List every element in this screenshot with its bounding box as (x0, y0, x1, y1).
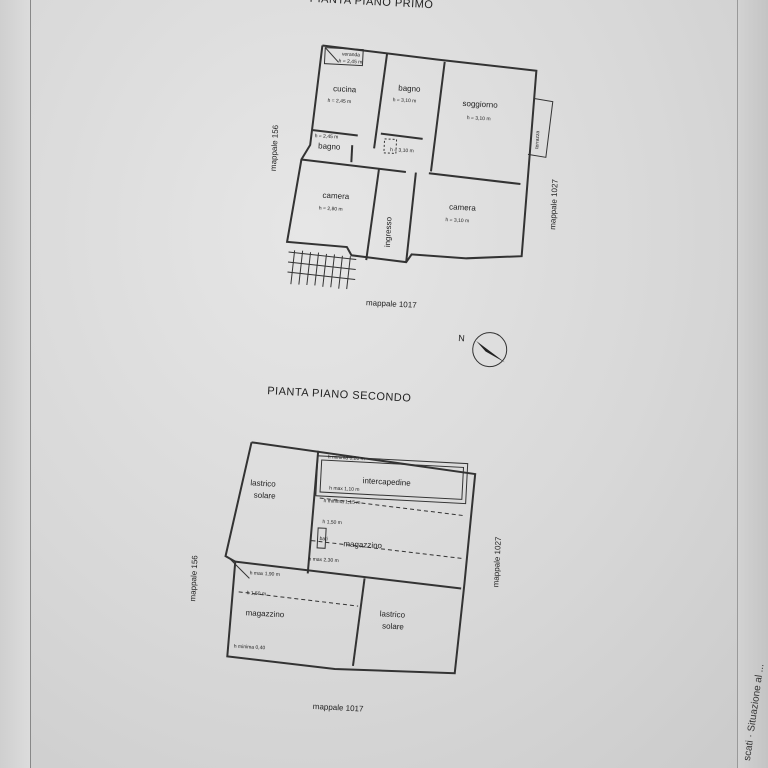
side-annotation-text: scati · Situazione al ... (742, 663, 767, 762)
paper-edge-right (737, 0, 768, 768)
lastrico-label-2a: lastrico (379, 609, 406, 620)
lastrico-label-1b: solare (253, 490, 276, 501)
lastrico-label-1a: lastrico (250, 478, 276, 489)
north-arrow (472, 332, 508, 368)
lastrico-label-2b: solare (381, 621, 405, 632)
small-tag: bati (319, 536, 328, 543)
paper-edge-left (0, 0, 31, 768)
h150-label-a: h 1,50 m (322, 519, 343, 527)
h150-label-b: h 1,50 m (246, 590, 267, 598)
side-annotation: scati · Situazione al ... (742, 560, 767, 762)
